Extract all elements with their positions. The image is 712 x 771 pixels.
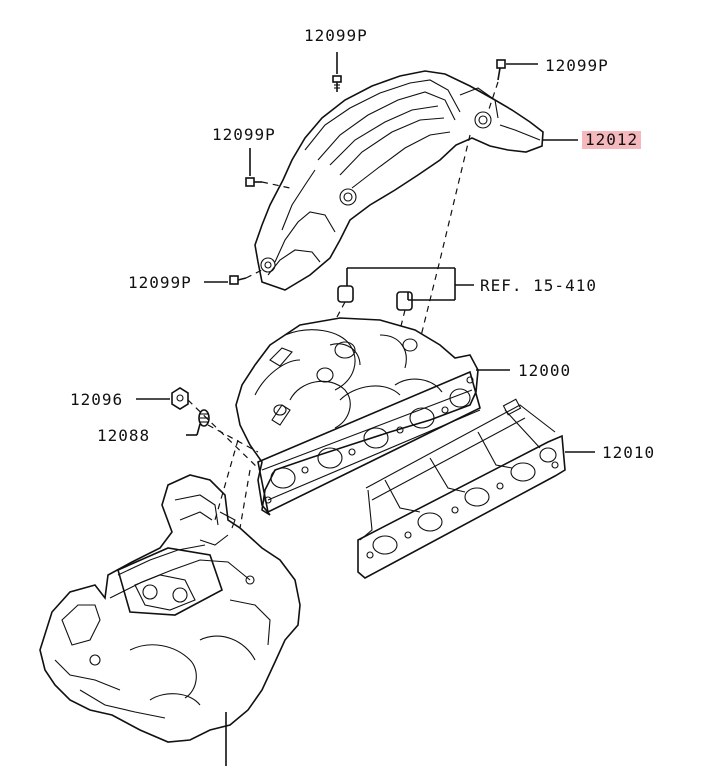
label-bolt-right[interactable]: 12099P xyxy=(545,56,609,75)
stud-part[interactable] xyxy=(186,399,261,471)
exhaust-manifold-part[interactable] xyxy=(235,317,481,516)
nut-part[interactable] xyxy=(136,387,189,410)
label-bolt-left-lower[interactable]: 12099P xyxy=(128,273,192,292)
sensor-plugs[interactable] xyxy=(329,134,474,341)
heat-shield-part[interactable] xyxy=(254,70,544,291)
gasket-part[interactable] xyxy=(357,398,566,579)
label-bolt-left-upper[interactable]: 12099P xyxy=(212,125,276,144)
label-heat-shield[interactable]: 12012 xyxy=(582,131,642,149)
label-gasket[interactable]: 12010 xyxy=(602,443,656,462)
label-bolt-top[interactable]: 12099P xyxy=(304,26,368,45)
label-exhaust-manifold[interactable]: 12000 xyxy=(518,361,572,380)
bolt-left-lower[interactable] xyxy=(204,269,263,285)
bolt-right[interactable] xyxy=(487,59,538,113)
bolt-top[interactable] xyxy=(332,52,342,92)
engine-block-part xyxy=(39,439,301,743)
label-reference[interactable]: REF. 15-410 xyxy=(480,276,597,295)
label-stud[interactable]: 12088 xyxy=(97,426,151,445)
label-nut[interactable]: 12096 xyxy=(70,390,124,409)
bolt-left-upper[interactable] xyxy=(245,148,291,189)
